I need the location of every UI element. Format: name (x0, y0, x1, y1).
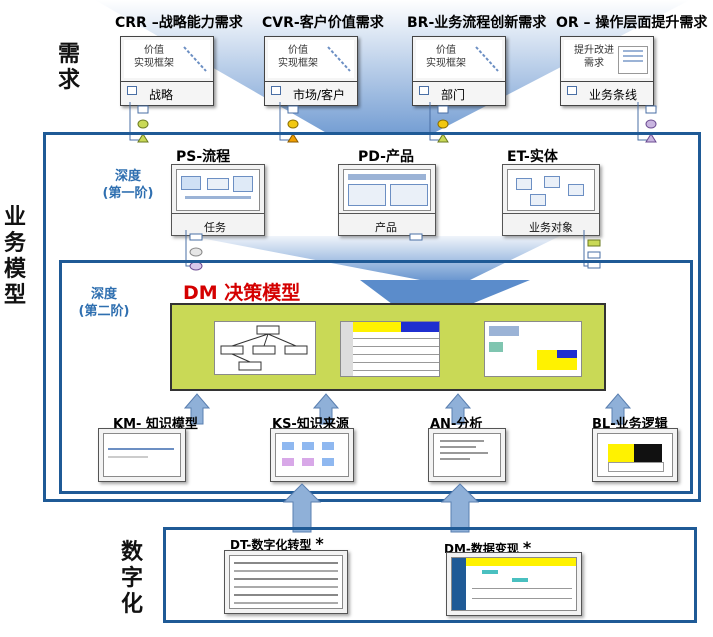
req-card-or[interactable]: 提升改进 需求 业务条线 (560, 36, 654, 106)
dt-card[interactable] (224, 550, 348, 614)
req-bottom-label: 部门 (441, 88, 466, 102)
digital-up-arrows (282, 483, 480, 533)
dm-data-thumbnail (451, 557, 577, 611)
dm-decision-model-box (170, 303, 606, 391)
checkbox-icon (127, 86, 137, 95)
req-bottom-label: 市场/客户 (293, 88, 346, 102)
entity-thumbnail (507, 169, 595, 211)
business-model-label: 业务模型 (3, 205, 26, 308)
dm-arrow-head (360, 280, 530, 325)
req-title-cvr: CVR-客户价值需求 (262, 15, 384, 31)
depth2-frame (59, 260, 693, 494)
depth1-label: 深度 (第一阶) (102, 169, 154, 201)
an-thumbnail (433, 433, 501, 477)
checkbox-icon (419, 86, 429, 95)
requirements-label: 需求 (57, 42, 80, 93)
req-bottom-label: 业务条线 (589, 88, 638, 102)
ks-thumbnail (275, 433, 349, 477)
process-thumbnail (176, 169, 260, 211)
business-model-frame (43, 132, 701, 502)
bl-thumbnail (597, 433, 673, 477)
pd-title: PD-产品 (358, 149, 414, 165)
req-card-crr[interactable]: 价值 实现框架 战略 (120, 36, 214, 106)
req-bottom-label: 战略 (149, 88, 174, 102)
digitalization-label: 数字化 (120, 540, 143, 617)
req-inner-text: 价值 实现框架 (426, 45, 466, 69)
checkbox-icon (567, 86, 577, 95)
req-inner-text: 提升改进 需求 (574, 45, 614, 69)
decision-detail-thumbnail (484, 321, 582, 377)
depth1-symbol-stacks (185, 230, 601, 271)
dt-thumbnail (229, 555, 343, 609)
depth2-label: 深度 (第二阶) (78, 287, 130, 319)
decision-graph-thumbnail (214, 321, 316, 375)
req-title-crr: CRR –战略能力需求 (115, 15, 243, 31)
an-card[interactable] (428, 428, 506, 482)
ps-card[interactable]: 任务 (171, 164, 265, 236)
req-title-br: BR-业务流程创新需求 (407, 15, 547, 31)
bl-card[interactable] (592, 428, 678, 482)
req-card-cvr[interactable]: 价值 实现框架 市场/客户 (264, 36, 358, 106)
ks-card[interactable] (270, 428, 354, 482)
req-inner-text: 价值 实现框架 (278, 45, 318, 69)
digitalization-frame (163, 527, 697, 623)
km-card[interactable] (98, 428, 186, 482)
pd-bottom-label: 产品 (375, 221, 397, 234)
decision-table-thumbnail (340, 321, 440, 377)
km-thumbnail (103, 433, 181, 477)
requirement-symbol-stacks (129, 102, 657, 143)
pd-card[interactable]: 产品 (338, 164, 436, 236)
requirements-funnel (95, 0, 690, 135)
dm-title: DM 决策模型 (183, 282, 301, 304)
req-inner-text: 价值 实现框架 (134, 45, 174, 69)
req-card-br[interactable]: 价值 实现框架 部门 (412, 36, 506, 106)
dm-data-card[interactable] (446, 552, 582, 616)
depth1-funnel (190, 236, 560, 280)
et-card[interactable]: 业务对象 (502, 164, 600, 236)
product-thumbnail (343, 169, 431, 211)
dt-title: DT-数字化转型* (230, 534, 324, 553)
req-title-or: OR – 操作层面提升需求 (556, 15, 708, 31)
thumbnail (618, 46, 648, 74)
dm-input-arrows (183, 393, 632, 425)
ps-bottom-label: 任务 (204, 221, 226, 234)
ps-title: PS-流程 (176, 149, 231, 165)
et-bottom-label: 业务对象 (529, 221, 573, 234)
checkbox-icon (271, 86, 281, 95)
et-title: ET-实体 (507, 149, 558, 165)
